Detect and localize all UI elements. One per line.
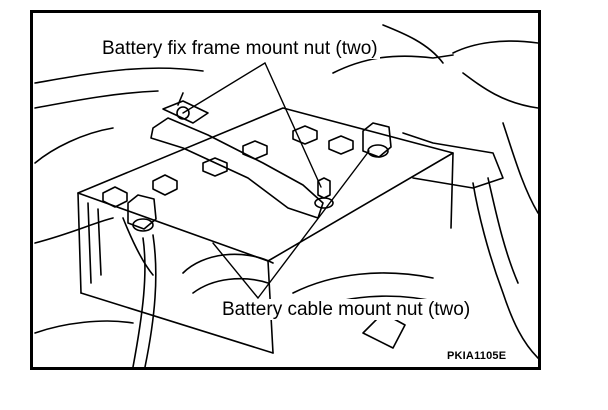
battery-cables <box>34 132 538 367</box>
battery-illustration-frame: Battery fix frame mount nut (two) Batter… <box>30 10 541 370</box>
battery-terminals <box>127 122 392 232</box>
battery-body <box>77 107 454 354</box>
foreground-hoses <box>34 253 444 349</box>
engine-bay-outline <box>34 24 538 214</box>
vent-caps <box>102 125 354 208</box>
battery-line-drawing <box>34 24 538 367</box>
fix-frame-nut-label: Battery fix frame mount nut (two) <box>100 38 380 59</box>
cable-nut-label: Battery cable mount nut (two) <box>220 299 473 320</box>
frame-mount-nuts <box>176 106 334 209</box>
callout-leader-lines <box>182 62 370 299</box>
figure-id-label: PKIA1105E <box>447 350 507 362</box>
